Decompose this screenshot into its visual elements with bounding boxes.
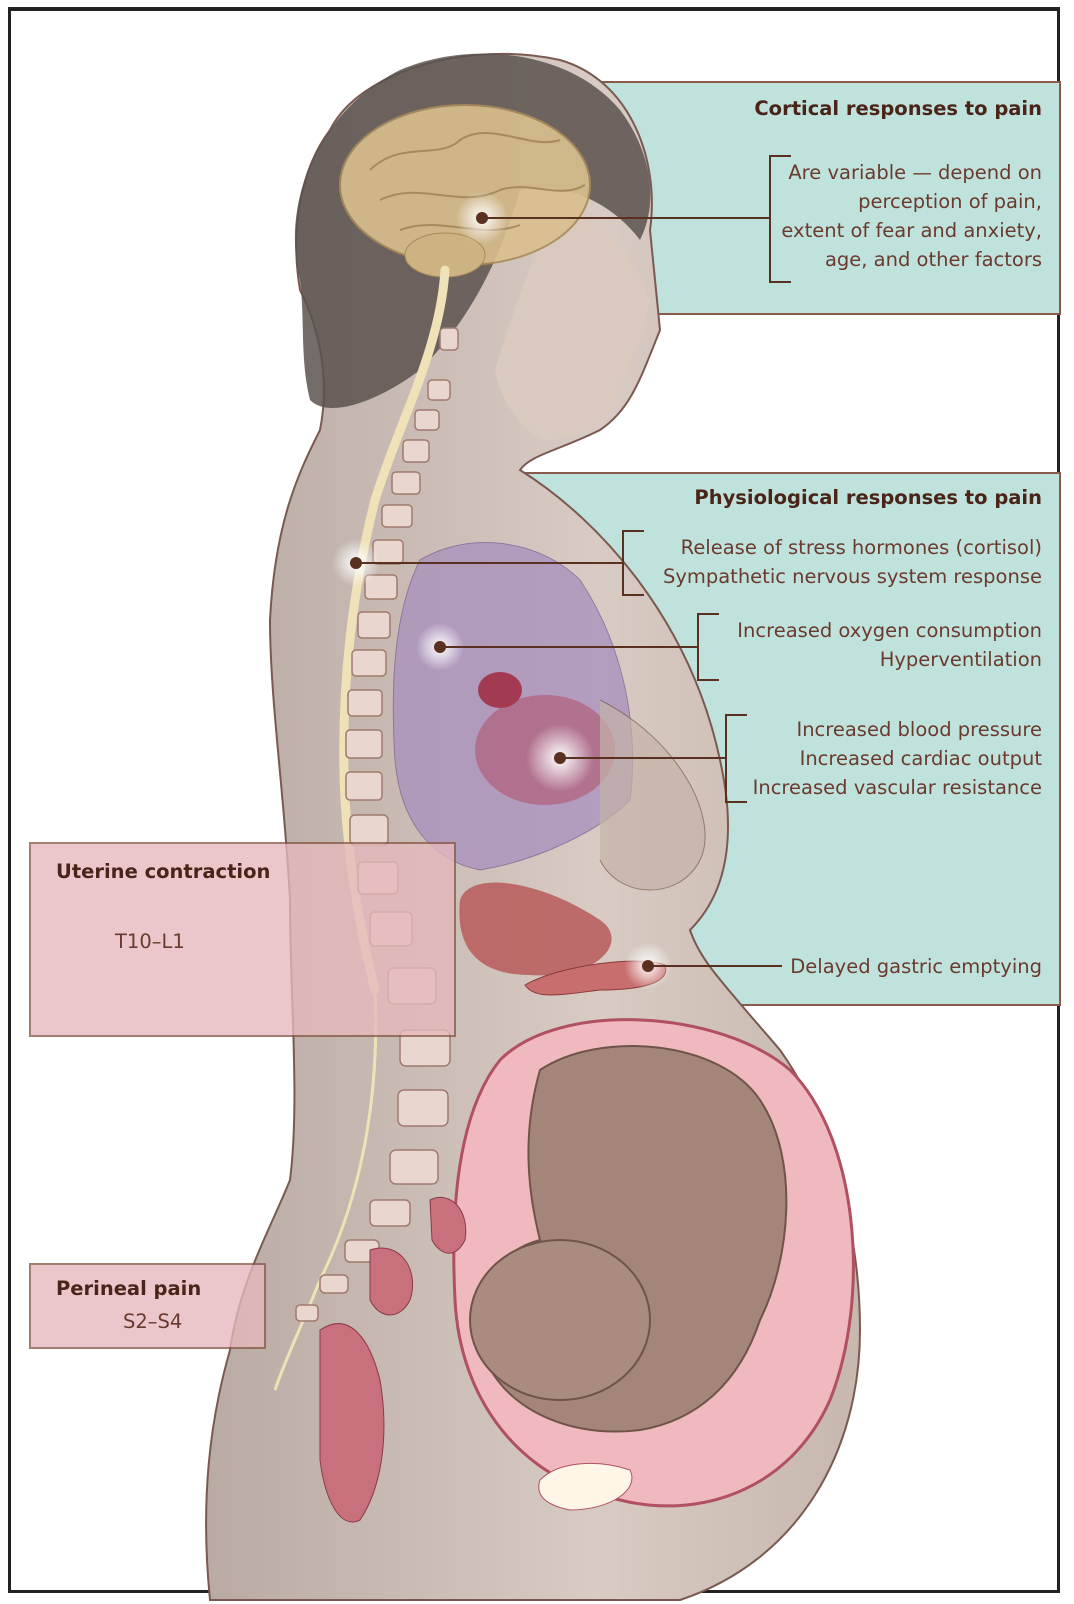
physiological-group-1: Release of stress hormones (cortisol) Sy… <box>663 533 1042 591</box>
response-line: Release of stress hormones (cortisol) <box>663 533 1042 562</box>
cortical-title: Cortical responses to pain <box>754 97 1042 120</box>
response-line: Hyperventilation <box>737 645 1042 674</box>
uterine-level: T10–L1 <box>115 927 185 956</box>
cortical-description: Are variable — depend on perception of p… <box>781 158 1042 274</box>
cortical-line: Are variable — depend on <box>781 158 1042 187</box>
response-line: Increased blood pressure <box>753 715 1042 744</box>
uterine-title: Uterine contraction <box>56 860 270 883</box>
response-line: Increased vascular resistance <box>753 773 1042 802</box>
response-line: Increased oxygen consumption <box>737 616 1042 645</box>
perineal-level: S2–S4 <box>123 1307 182 1336</box>
cortical-line: age, and other factors <box>781 245 1042 274</box>
cortical-line: extent of fear and anxiety, <box>781 216 1042 245</box>
response-line: Sympathetic nervous system response <box>663 562 1042 591</box>
response-line: Increased cardiac output <box>753 744 1042 773</box>
gastric-label: Delayed gastric emptying <box>790 952 1042 981</box>
perineal-title: Perineal pain <box>56 1277 201 1300</box>
physiological-title: Physiological responses to pain <box>694 486 1042 509</box>
physiological-group-2: Increased oxygen consumption Hyperventil… <box>737 616 1042 674</box>
cortical-line: perception of pain, <box>781 187 1042 216</box>
physiological-group-3: Increased blood pressure Increased cardi… <box>753 715 1042 802</box>
